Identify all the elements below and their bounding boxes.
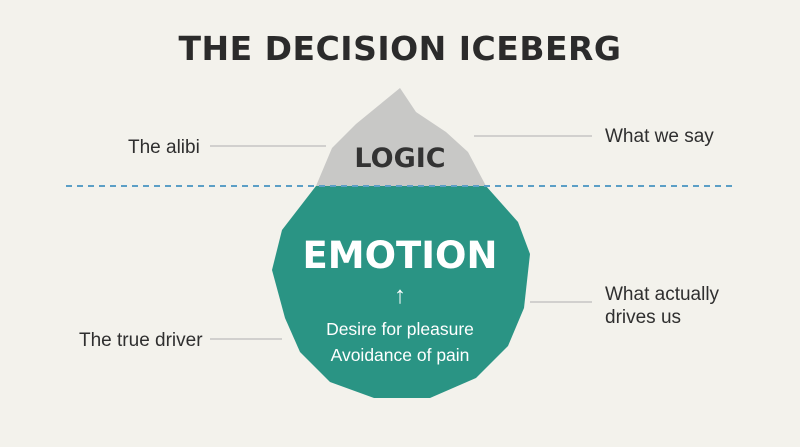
diagram-title: THE DECISION ICEBERG bbox=[178, 29, 621, 68]
body-label: EMOTION bbox=[303, 234, 498, 277]
iceberg-body bbox=[272, 186, 530, 398]
label-what-we-say: What we say bbox=[605, 126, 714, 147]
label-what-actually-line-2: drives us bbox=[605, 307, 681, 328]
detail-line-1: Desire for pleasure bbox=[326, 319, 474, 339]
label-the-true-driver: The true driver bbox=[79, 330, 203, 351]
tip-label: LOGIC bbox=[354, 143, 445, 174]
iceberg-tip bbox=[316, 88, 486, 186]
up-arrow-icon: ↑ bbox=[394, 282, 406, 309]
label-the-alibi: The alibi bbox=[128, 137, 200, 158]
detail-line-2: Avoidance of pain bbox=[331, 345, 470, 365]
label-what-actually-line-1: What actually bbox=[605, 284, 720, 305]
